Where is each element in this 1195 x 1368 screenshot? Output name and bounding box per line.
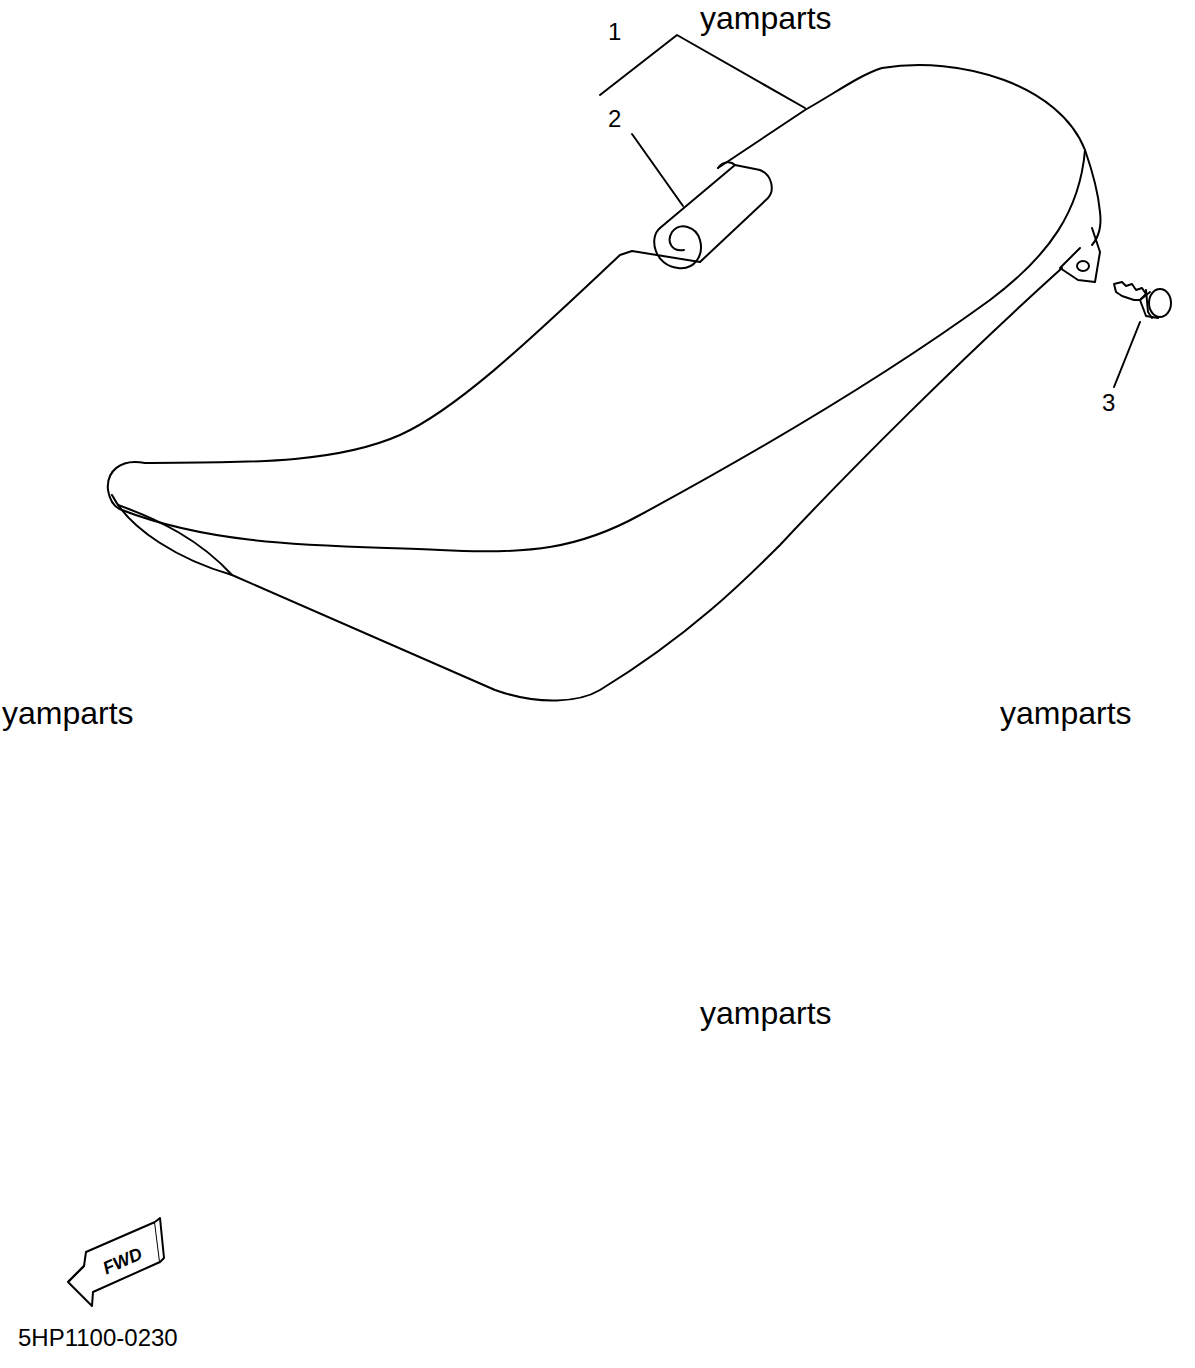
leader-line <box>632 134 683 206</box>
seat-tube <box>660 165 735 228</box>
bolt-head <box>1149 289 1171 317</box>
seat-outline <box>118 505 232 575</box>
seat-outline <box>122 150 1085 551</box>
watermark: yamparts <box>2 697 134 729</box>
watermark: yamparts <box>700 997 832 1029</box>
arrow-outline <box>68 1218 164 1282</box>
diagram-code: 5HP1100-0230 <box>18 1326 178 1350</box>
bolt-head <box>1140 292 1158 318</box>
direction-arrow: FWD <box>60 1212 170 1312</box>
leader-line <box>600 35 805 108</box>
seat-outline <box>108 462 145 510</box>
seat-outline <box>145 251 700 463</box>
callout-number: 3 <box>1102 391 1115 415</box>
bolt <box>1114 282 1146 300</box>
seat-outline <box>112 268 1062 701</box>
bracket-hole <box>1077 261 1089 271</box>
seat-bracket <box>1060 228 1100 282</box>
callout-number: 1 <box>608 20 621 44</box>
watermark: yamparts <box>1000 697 1132 729</box>
watermark: yamparts <box>700 2 832 34</box>
seat-outline <box>718 65 1100 212</box>
seat-tube <box>700 162 772 262</box>
leader-line <box>1114 322 1140 387</box>
seat-tube <box>654 226 701 268</box>
arrow-outline <box>68 1222 160 1306</box>
callout-number: 2 <box>608 107 621 131</box>
